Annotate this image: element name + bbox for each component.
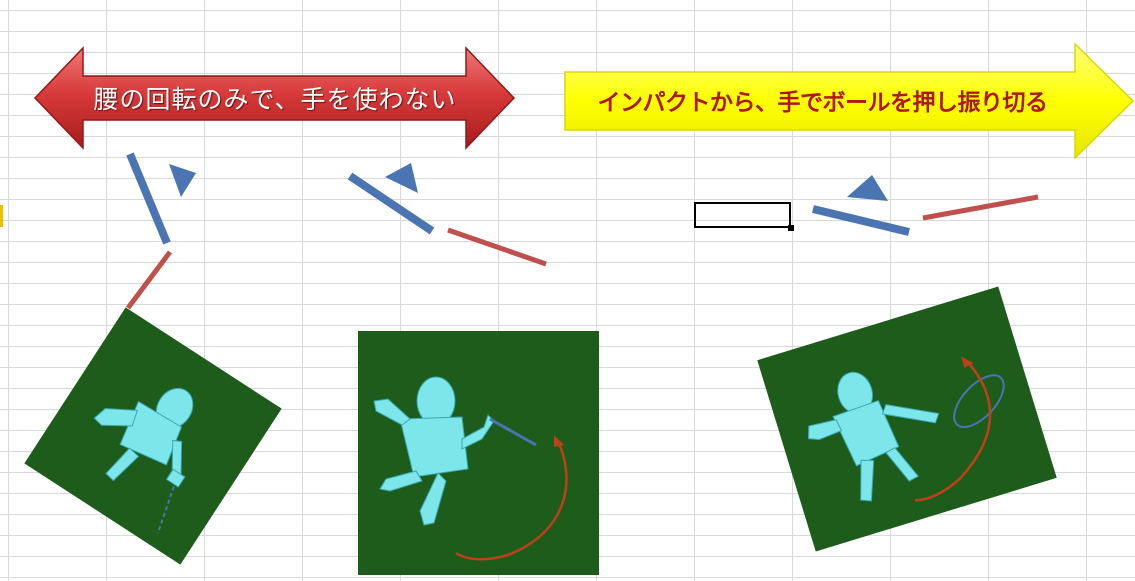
swing-image-3[interactable] — [757, 286, 1057, 552]
figure-leg — [105, 447, 140, 482]
figure-torso — [832, 399, 900, 467]
arm-segment — [447, 227, 547, 267]
figure-arm — [93, 408, 139, 427]
swing-image-1[interactable] — [24, 307, 282, 565]
selected-cell[interactable] — [694, 202, 791, 228]
body-segment — [126, 152, 171, 245]
figure-torso — [399, 416, 469, 478]
figure-hand — [165, 468, 186, 488]
figure-leg — [379, 470, 423, 492]
double-arrow-icon[interactable] — [33, 46, 518, 150]
fill-handle[interactable] — [788, 225, 794, 231]
body-segment — [347, 172, 435, 235]
active-row-marker — [0, 205, 3, 227]
figure-leg — [419, 472, 447, 526]
left-banner-label: 腰の回転のみで、手を使わない — [93, 85, 457, 114]
triangle-icon — [169, 164, 196, 197]
swing-image-2[interactable] — [358, 331, 599, 575]
body-segment — [812, 205, 910, 236]
arm-segment — [126, 250, 172, 310]
triangle-icon — [385, 163, 418, 193]
right-arrow-icon[interactable] — [563, 42, 1135, 160]
figure-arm — [807, 419, 843, 441]
figure-arm — [881, 403, 940, 424]
figure-arm — [373, 398, 411, 426]
figure-arm — [461, 414, 495, 450]
figure-leg — [860, 459, 875, 502]
right-banner-label: インパクトから、手でボールを押し振り切る — [597, 90, 1049, 116]
triangle-icon — [847, 175, 888, 201]
posture-diagram-2[interactable] — [340, 160, 555, 275]
posture-diagram-3[interactable] — [805, 170, 1045, 240]
arm-segment — [922, 194, 1039, 221]
figure-leg — [885, 447, 919, 482]
posture-diagram-1[interactable] — [110, 140, 210, 320]
